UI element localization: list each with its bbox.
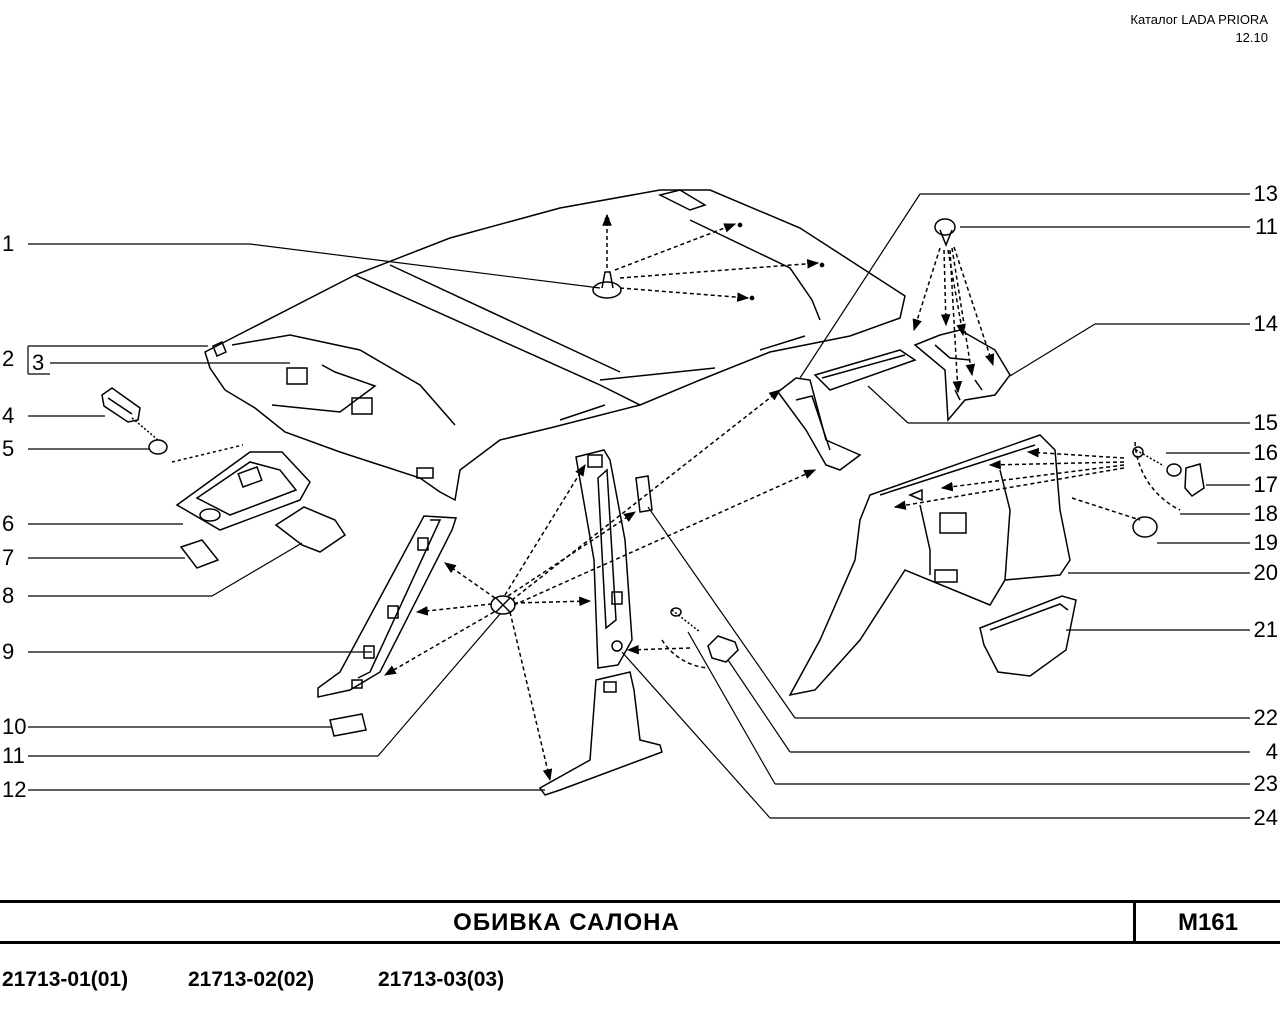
callout-22: 22: [1253, 705, 1278, 730]
page-title: ОБИВКА САЛОНА: [453, 909, 680, 936]
title-divider: [1133, 903, 1136, 941]
callout-12: 12: [2, 777, 27, 802]
a-pillar-trim: [317, 515, 458, 737]
callout-18: 18: [1253, 501, 1278, 526]
storage-tray: [979, 595, 1077, 677]
fasteners-right: [1132, 446, 1205, 538]
rear-panel-trim: [913, 329, 1011, 422]
central-clip: [490, 595, 516, 615]
callout-8: 8: [2, 583, 15, 608]
callout-13: 13: [1253, 181, 1278, 206]
c-pillar-trim: [776, 349, 917, 471]
callout-17: 17: [1253, 472, 1278, 497]
callout-24: 24: [1253, 805, 1278, 830]
luggage-side-trim: [788, 434, 1071, 697]
screw-handle-right: [626, 607, 739, 669]
callout-3: 3: [32, 350, 45, 375]
callout-2: 2: [2, 346, 15, 371]
callout-14: 14: [1253, 311, 1278, 336]
callout-10: 10: [2, 714, 27, 739]
title-bar: ОБИВКА САЛОНА М161: [0, 900, 1280, 944]
model-code: 21713-03(03): [378, 968, 505, 991]
callout-7: 7: [2, 545, 15, 570]
section-code: М161: [1177, 909, 1239, 936]
catalog-header: Каталог LADA PRIORA: [1130, 12, 1268, 27]
callout-11-right: 11: [1255, 214, 1278, 239]
console-part: [171, 444, 347, 569]
callout-4-right: 4: [1265, 739, 1278, 764]
callout-4-left: 4: [2, 403, 15, 428]
callout-23: 23: [1253, 771, 1278, 796]
callout-1: 1: [2, 231, 15, 256]
callout-20: 20: [1253, 560, 1278, 585]
callout-6: 6: [2, 511, 15, 536]
model-code: 21713-02(02): [188, 968, 315, 991]
callout-19: 19: [1253, 530, 1278, 555]
callout-16: 16: [1253, 440, 1278, 465]
catalog-date: 12.10: [1235, 30, 1268, 45]
b-pillar-trim: [538, 449, 663, 796]
handle-part: [101, 387, 168, 455]
callout-21: 21: [1253, 617, 1278, 642]
callout-11-left: 11: [2, 743, 25, 768]
parts-diagram: [27, 189, 1250, 819]
headliner-part: [204, 189, 906, 502]
callout-15: 15: [1253, 410, 1278, 435]
model-code: 21713-01(01): [2, 968, 129, 991]
callout-5: 5: [2, 436, 15, 461]
callout-9: 9: [2, 639, 15, 664]
